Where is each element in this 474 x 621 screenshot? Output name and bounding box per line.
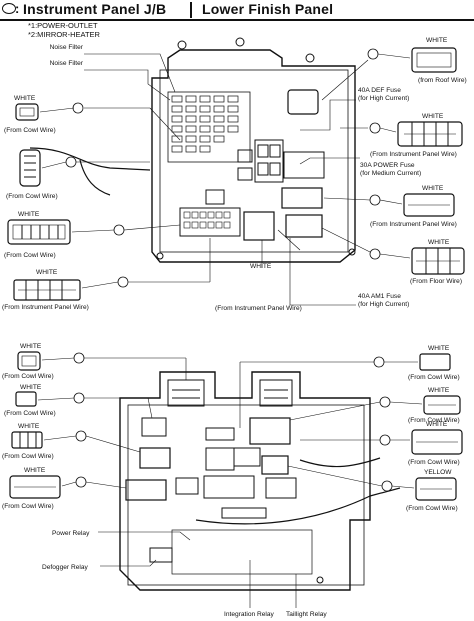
connector-top-left-2	[19, 149, 41, 187]
connector-symbol-icon	[2, 3, 16, 14]
label-def-fuse: 40A DEF Fuse	[358, 87, 401, 94]
bottom-left-1-from: (From Cowl Wire)	[2, 373, 54, 380]
bottom-right-2-color: WHITE	[428, 387, 450, 394]
connector-top-left-4	[13, 279, 81, 301]
connector-bottom-left-3	[11, 431, 43, 449]
page-subtitle: Lower Finish Panel	[202, 1, 334, 17]
bottom-left-4-from: (From Cowl Wire)	[2, 503, 54, 510]
connector-bottom-left-2	[15, 391, 37, 407]
top-left-1-color: WHITE	[14, 95, 36, 102]
bottom-right-1-color: WHITE	[428, 345, 450, 352]
label-am1-fuse: 40A AM1 Fuse	[358, 293, 401, 300]
bottom-right-3-from: (From Cowl Wire)	[408, 459, 460, 466]
connector-top-right-1	[411, 47, 457, 73]
bottom-left-2-from: (From Cowl Wire)	[4, 410, 56, 417]
label-center-white: WHITE	[250, 263, 272, 270]
top-right-1-color: WHITE	[426, 37, 448, 44]
label-taillight-relay: Taillight Relay	[286, 611, 327, 618]
connector-bottom-right-4	[415, 477, 457, 501]
connector-bottom-right-3	[411, 429, 463, 455]
bottom-left-4-color: WHITE	[24, 467, 46, 474]
junction-block-top	[151, 37, 356, 263]
bottom-left-2-color: WHITE	[20, 384, 42, 391]
bottom-left-3-from: (From Cowl Wire)	[2, 453, 54, 460]
header-divider	[190, 2, 192, 18]
top-right-2-color: WHITE	[422, 113, 444, 120]
bottom-right-4-from: (From Cowl Wire)	[406, 505, 458, 512]
connector-top-right-2	[397, 121, 463, 147]
bottom-right-4-color: YELLOW	[424, 469, 452, 476]
connector-bottom-right-2	[423, 395, 461, 415]
top-right-2-from: (From Instrument Panel Wire)	[370, 151, 457, 158]
connector-top-right-4	[411, 247, 465, 275]
bottom-left-3-color: WHITE	[18, 423, 40, 430]
top-right-4-from: (From Floor Wire)	[410, 278, 462, 285]
top-right-3-color: WHITE	[422, 185, 444, 192]
top-left-4-from: (From Instrument Panel Wire)	[2, 304, 89, 311]
label-integration-relay: Integration Relay	[224, 611, 275, 618]
bottom-right-3-color: WHITE	[426, 421, 448, 428]
label-noise-filter-2: Noise Filter	[50, 60, 84, 67]
junction-block-bottom	[119, 371, 371, 591]
page-title: Instrument Panel J/B	[23, 1, 167, 17]
top-left-3-color: WHITE	[18, 211, 40, 218]
label-power-fuse: 30A POWER Fuse	[360, 162, 415, 169]
top-left-3-from: (From Cowl Wire)	[4, 252, 56, 259]
bottom-right-1-from: (From Cowl Wire)	[408, 374, 460, 381]
header-rule	[0, 19, 474, 21]
bottom-left-1-color: WHITE	[20, 343, 42, 350]
page-header: : Instrument Panel J/B Lower Finish Pane…	[0, 0, 474, 21]
connector-bottom-right-1	[419, 353, 451, 371]
connector-bottom-left-4	[9, 475, 61, 499]
note-mirror-heater: *2:MIRROR-HEATER	[28, 30, 100, 39]
top-right-3-from: (From Instrument Panel Wire)	[370, 221, 457, 228]
top-right-1-from: (from Roof Wire)	[418, 77, 467, 84]
top-left-4-color: WHITE	[36, 269, 58, 276]
label-power-fuse-note: (for Medium Current)	[360, 170, 421, 177]
label-noise-filter-1: Noise Filter	[50, 44, 84, 51]
connector-top-right-3	[403, 193, 455, 217]
label-def-fuse-note: (for High Current)	[358, 95, 409, 102]
top-right-4-color: WHITE	[428, 239, 450, 246]
connector-bottom-left-1	[17, 351, 41, 371]
top-left-2-from: (From Cowl Wire)	[6, 193, 58, 200]
top-left-1-from: (From Cowl Wire)	[4, 127, 56, 134]
connector-top-left-3	[7, 219, 71, 245]
bottom-right-2-from: (From Cowl Wire)	[408, 417, 460, 424]
label-am1-fuse-note: (for High Current)	[358, 301, 409, 308]
label-power-relay: Power Relay	[52, 530, 90, 537]
connector-top-left-1	[15, 103, 39, 121]
note-power-outlet: *1:POWER-OUTLET	[28, 21, 98, 30]
label-from-ip-wire-bottom: (From Instrument Panel Wire)	[215, 305, 302, 312]
label-defogger-relay: Defogger Relay	[42, 564, 89, 571]
